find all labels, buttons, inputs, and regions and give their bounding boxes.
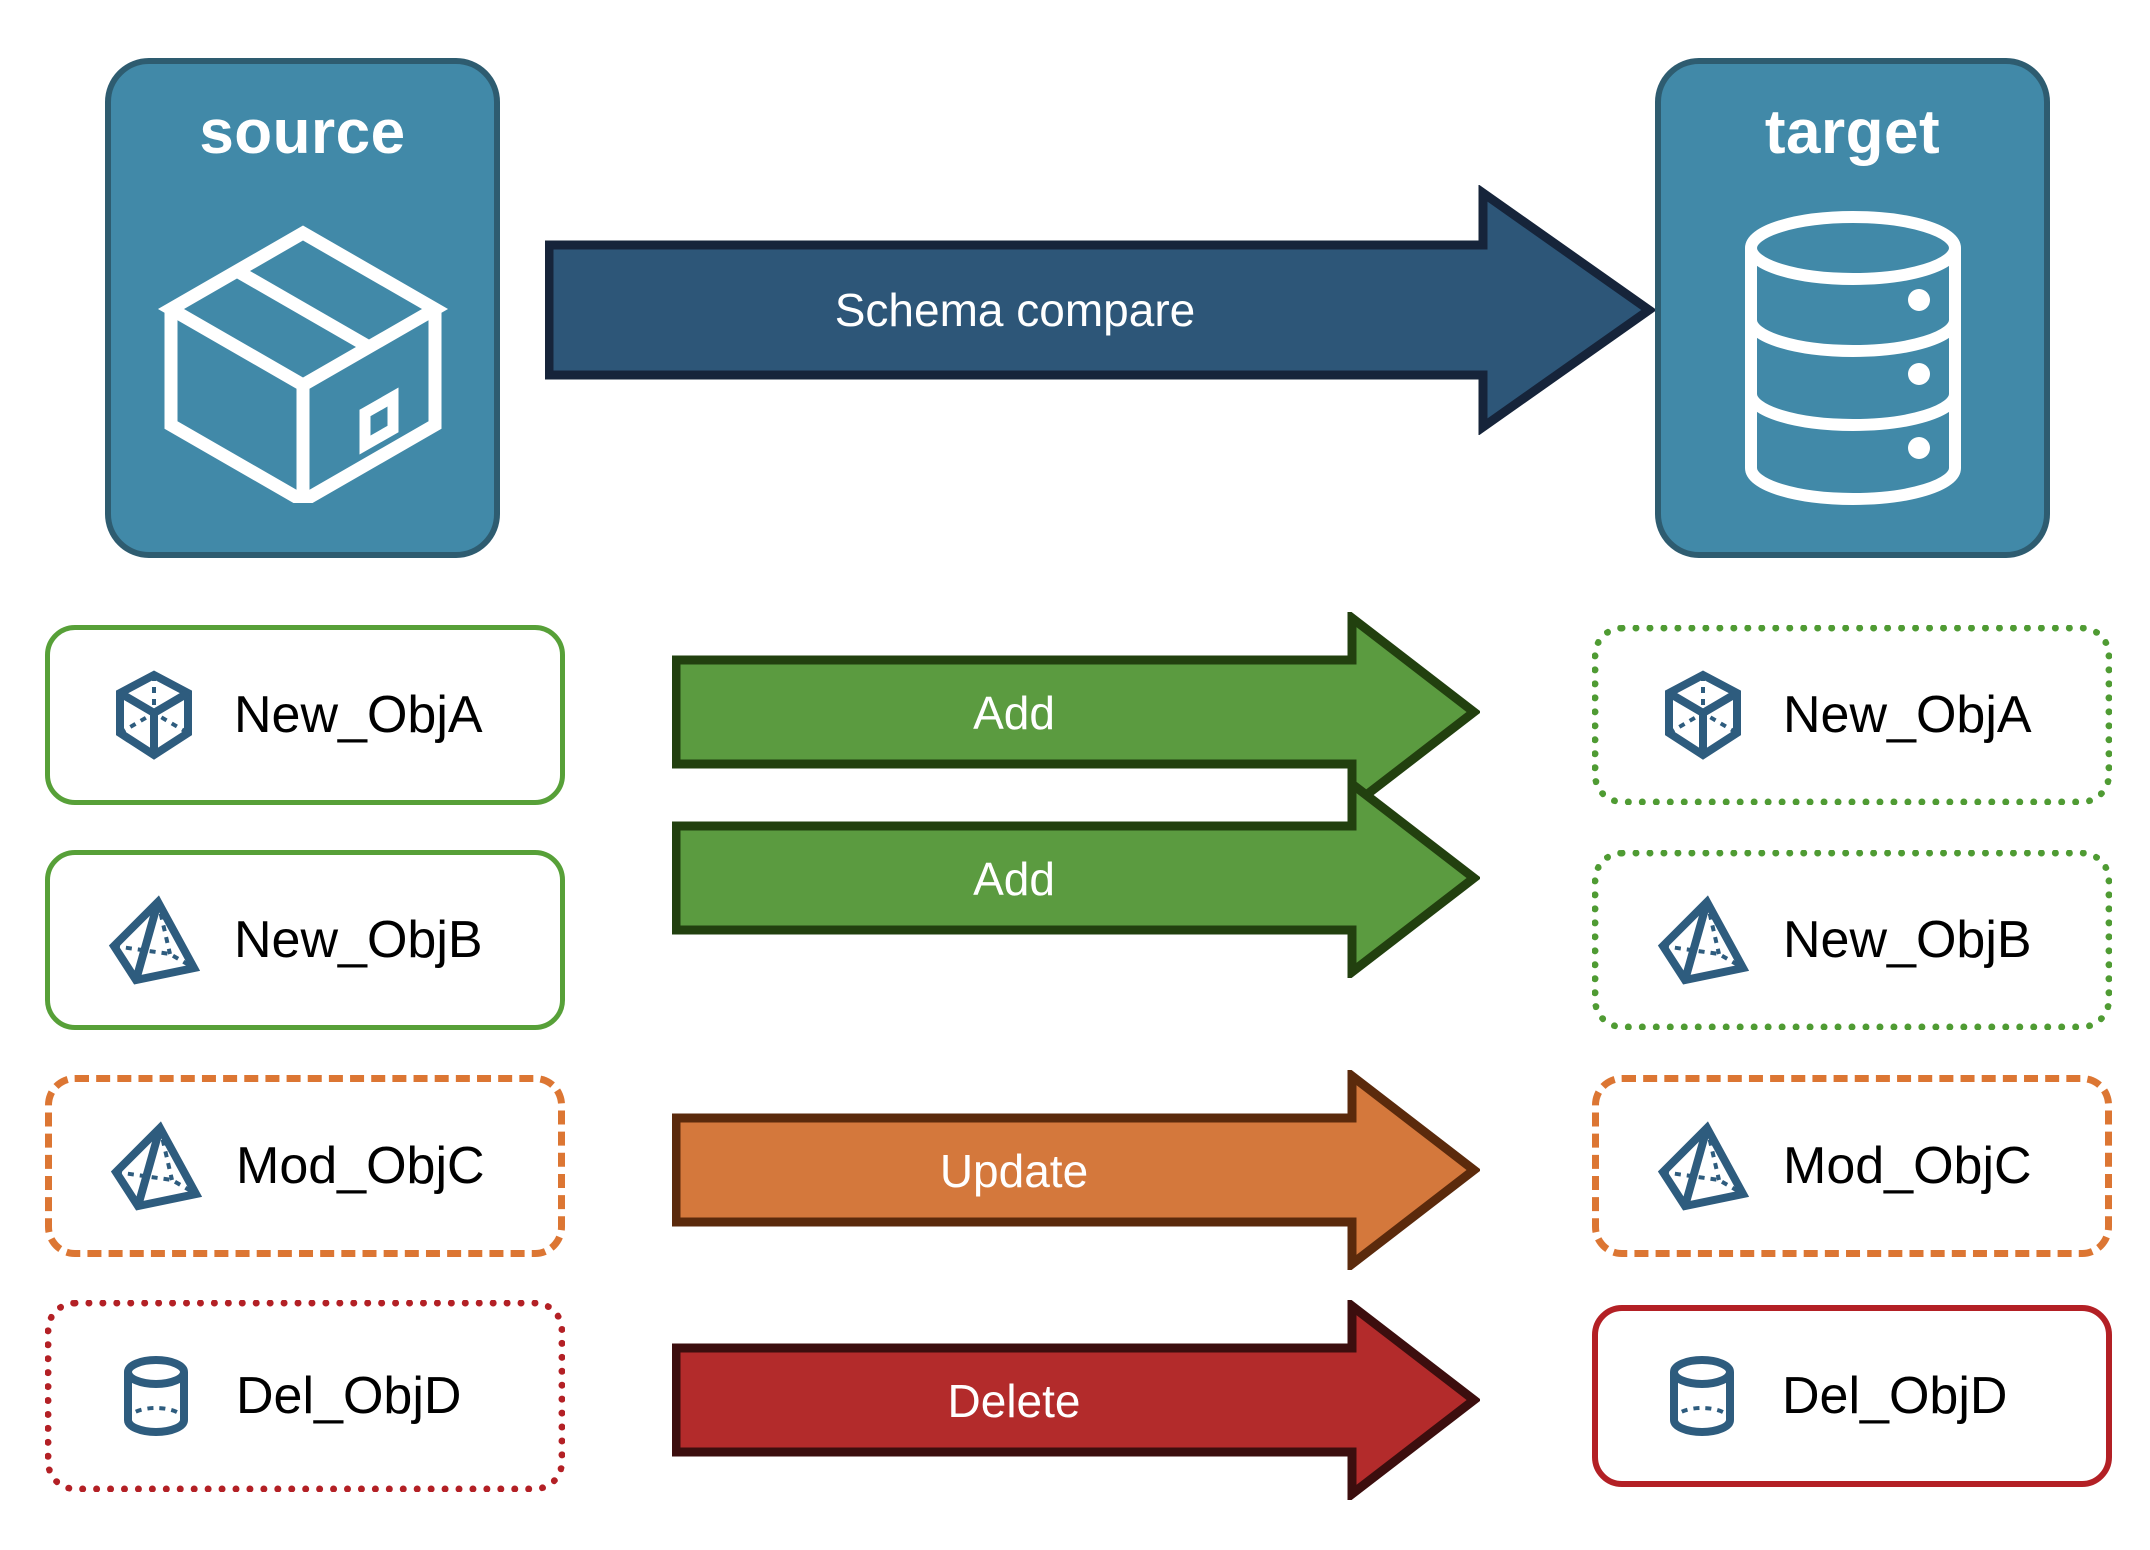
source-card-label: New_ObjA bbox=[234, 686, 483, 744]
wireframe-cylinder-icon bbox=[1656, 1350, 1748, 1442]
package-box-icon bbox=[111, 164, 494, 552]
target-card-label: Del_ObjD bbox=[1782, 1367, 2008, 1425]
target-card-new-obja[interactable]: New_ObjA bbox=[1592, 625, 2112, 805]
wireframe-pyramid-icon bbox=[108, 894, 200, 986]
source-card-new-obja[interactable]: New_ObjA bbox=[45, 625, 565, 805]
delete-arrow-row4 bbox=[671, 1296, 1482, 1504]
add-arrow-row2 bbox=[671, 774, 1482, 982]
target-panel: target bbox=[1655, 58, 2050, 558]
database-cylinder-icon bbox=[1661, 164, 2044, 552]
target-card-del-objd[interactable]: Del_ObjD bbox=[1592, 1305, 2112, 1487]
source-card-mod-objc[interactable]: Mod_ObjC bbox=[45, 1075, 565, 1257]
schema-compare-label: Schema compare bbox=[834, 284, 1196, 336]
source-card-label: New_ObjB bbox=[234, 911, 483, 969]
update-arrow-label-row3: Update bbox=[939, 1145, 1089, 1197]
wireframe-pyramid-icon bbox=[1657, 1120, 1749, 1212]
wireframe-cylinder-icon bbox=[110, 1350, 202, 1442]
schema-compare-arrow bbox=[544, 184, 1657, 436]
wireframe-cube-icon bbox=[108, 669, 200, 761]
add-arrow-label-row2: Add bbox=[973, 853, 1055, 905]
target-title: target bbox=[1764, 98, 1941, 167]
target-card-label: New_ObjA bbox=[1783, 686, 2032, 744]
target-card-mod-objc[interactable]: Mod_ObjC bbox=[1592, 1075, 2112, 1257]
wireframe-pyramid-icon bbox=[110, 1120, 202, 1212]
add-arrow-label-row1: Add bbox=[973, 687, 1055, 739]
source-panel: source bbox=[105, 58, 500, 558]
target-card-new-objb[interactable]: New_ObjB bbox=[1592, 850, 2112, 1030]
delete-arrow-label-row4: Delete bbox=[947, 1375, 1081, 1427]
source-card-new-objb[interactable]: New_ObjB bbox=[45, 850, 565, 1030]
target-card-label: New_ObjB bbox=[1783, 911, 2032, 969]
update-arrow-row3 bbox=[671, 1066, 1482, 1274]
wireframe-cube-icon bbox=[1657, 669, 1749, 761]
source-card-del-objd[interactable]: Del_ObjD bbox=[45, 1300, 565, 1492]
source-card-label: Mod_ObjC bbox=[236, 1137, 485, 1195]
add-arrow-row1 bbox=[671, 608, 1482, 816]
target-card-label: Mod_ObjC bbox=[1783, 1137, 2032, 1195]
wireframe-pyramid-icon bbox=[1657, 894, 1749, 986]
source-title: source bbox=[199, 98, 406, 167]
source-card-label: Del_ObjD bbox=[236, 1367, 462, 1425]
